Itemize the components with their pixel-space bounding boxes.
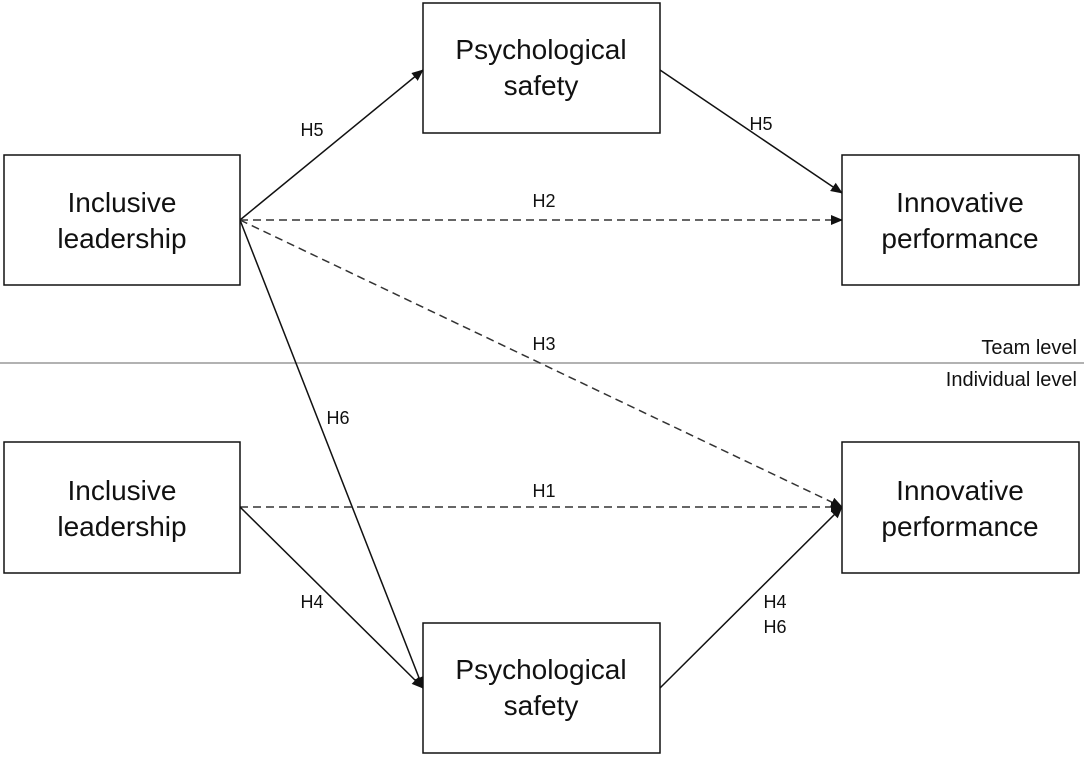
label-h2: H2 [532,191,555,211]
individual-innovative-performance-box: Innovative performance [841,441,1080,574]
arrow-h3-dashed [239,219,843,508]
individual-level-label: Individual level [946,369,1077,391]
label-h3: H3 [532,334,555,354]
arrow-h6-cross-level [239,219,424,689]
svg-text:Psychological: Psychological [455,654,626,685]
arrow-h5-safety-to-performance [659,69,843,194]
svg-text:safety: safety [504,690,579,721]
team-level-label: Team level [981,337,1077,359]
svg-text:performance: performance [881,223,1038,254]
svg-text:leadership: leadership [57,223,186,254]
arrow-h4-safety-to-performance [659,506,843,689]
svg-text:performance: performance [881,511,1038,542]
svg-text:Innovative: Innovative [896,475,1024,506]
label-h1: H1 [532,481,555,501]
label-h4-right: H4 [763,592,786,612]
svg-text:Psychological: Psychological [455,34,626,65]
individual-inclusive-leadership-box: Inclusive leadership [3,441,241,574]
svg-text:Inclusive: Inclusive [68,187,177,218]
team-innovative-performance-box: Innovative performance [841,154,1080,286]
team-psychological-safety-box: Psychological safety [422,2,661,134]
label-h5-right: H5 [749,114,772,134]
svg-text:leadership: leadership [57,511,186,542]
individual-psychological-safety-box: Psychological safety [422,622,661,754]
arrow-h5-leadership-to-safety [239,69,424,221]
svg-text:safety: safety [504,70,579,101]
label-h6-right: H6 [763,617,786,637]
team-inclusive-leadership-box: Inclusive leadership [3,154,241,286]
label-h4-left: H4 [300,592,323,612]
label-h6: H6 [326,408,349,428]
arrow-h4-leadership-to-safety [239,506,424,689]
svg-text:Inclusive: Inclusive [68,475,177,506]
svg-text:Innovative: Innovative [896,187,1024,218]
label-h5-left: H5 [300,120,323,140]
